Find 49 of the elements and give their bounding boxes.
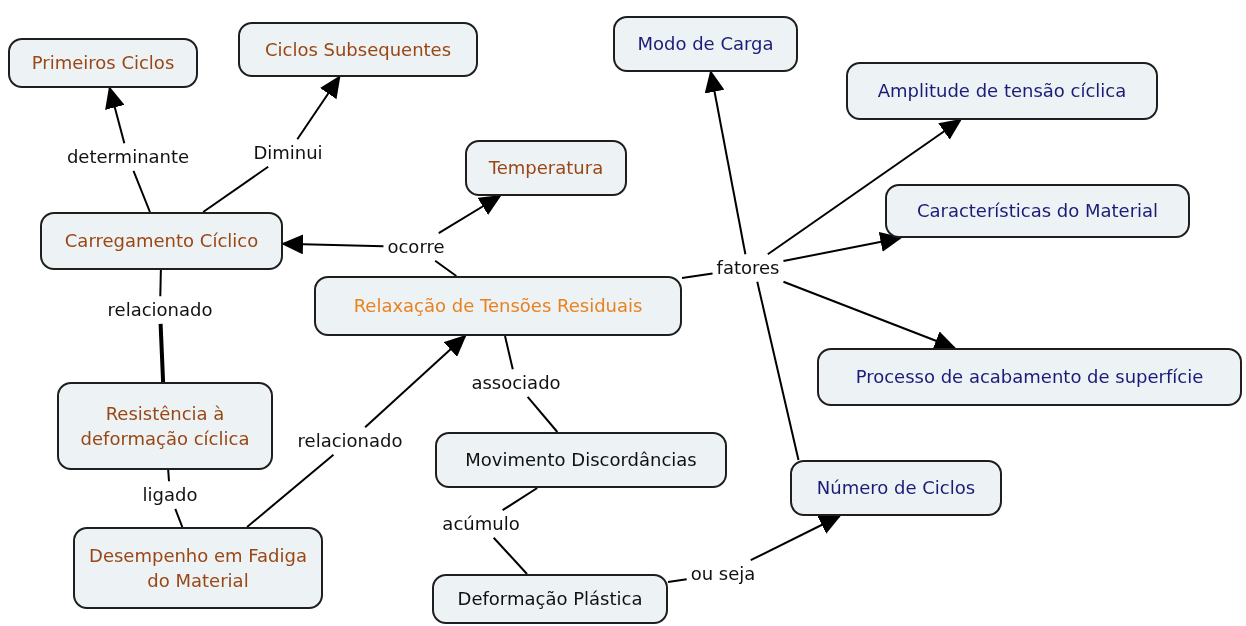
- concept-box: Características do Material: [885, 184, 1190, 238]
- linking-phrase: associado: [467, 369, 565, 397]
- connector-line: [159, 269, 162, 298]
- arrow: [704, 70, 747, 256]
- connector-line: [504, 335, 514, 371]
- connector-line: [132, 169, 151, 213]
- linking-phrase: Diminui: [249, 139, 327, 167]
- connector-line: [492, 536, 528, 575]
- concept-box: Temperatura: [465, 140, 627, 196]
- connector-line: [501, 487, 539, 512]
- concept-box: Número de Ciclos: [790, 460, 1002, 516]
- concept-box: Movimento Discordâncias: [435, 432, 727, 488]
- arrow: [782, 232, 903, 262]
- concept-box: Amplitude de tensão cíclica: [846, 62, 1158, 120]
- arrow: [437, 194, 502, 235]
- connector-line: [158, 323, 166, 383]
- linking-phrase: ligado: [138, 481, 202, 509]
- arrow: [766, 118, 963, 256]
- concept-box: Carregamento Cíclico: [40, 212, 283, 270]
- linking-phrase: ocorre: [383, 233, 449, 261]
- linking-phrase: fatores: [712, 254, 784, 282]
- linking-phrase: acúmulo: [438, 510, 524, 538]
- concept-box: Primeiros Ciclos: [8, 38, 198, 88]
- concept-box: Ciclos Subsequentes: [238, 22, 478, 77]
- arrow: [364, 334, 467, 429]
- connector-line: [667, 578, 688, 583]
- linking-phrase: relacionado: [103, 296, 217, 324]
- linking-phrase: determinante: [62, 143, 194, 171]
- connector-line: [167, 469, 170, 483]
- concept-box: Processo de acabamento de superfície: [817, 348, 1242, 406]
- arrow: [281, 234, 385, 255]
- connector-line: [202, 165, 270, 213]
- connector-line: [246, 453, 335, 528]
- connector-line: [174, 507, 184, 528]
- connector-line: [681, 272, 714, 280]
- connector-line: [526, 395, 559, 433]
- concept-box: Deformação Plástica: [432, 574, 668, 624]
- connector-line: [434, 259, 458, 277]
- concept-box: Resistência à deformação cíclica: [57, 382, 273, 470]
- arrow: [105, 86, 126, 145]
- linking-phrase: ou seja: [686, 560, 760, 588]
- concept-box: Modo de Carga: [613, 16, 798, 72]
- arrow: [296, 75, 341, 141]
- arrow: [749, 515, 842, 562]
- concept-box: Desempenho em Fadiga do Material: [73, 527, 323, 609]
- linking-phrase: relacionado: [293, 427, 407, 455]
- concept-box: Relaxação de Tensões Residuais: [314, 276, 682, 336]
- connector-line: [756, 280, 800, 461]
- arrow: [782, 280, 957, 351]
